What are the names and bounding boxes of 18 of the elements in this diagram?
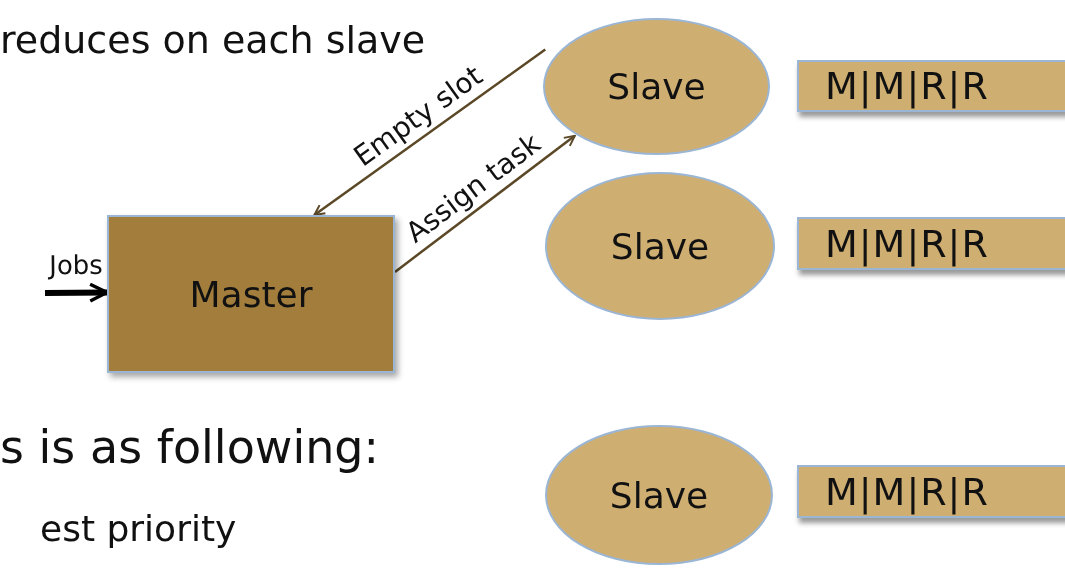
slide-text: reduces on each slave [0, 18, 426, 62]
slot-bar [797, 217, 1065, 270]
slide-text: s is as following: [0, 420, 380, 474]
slot-bar [797, 60, 1065, 112]
node-text: Master [189, 273, 313, 315]
node-text: M|M|R|R [825, 64, 989, 108]
node-text: Slave [610, 225, 710, 267]
master-box [107, 215, 395, 373]
arrow [44, 282, 109, 303]
node-text: Slave [609, 474, 709, 516]
slot-bar [797, 465, 1065, 518]
slide-text: est priority [40, 508, 237, 549]
arrow [313, 48, 546, 216]
node-text: Slave [607, 66, 706, 107]
node-text: M|M|R|R [825, 221, 989, 266]
node-text: M|M|R|R [825, 469, 989, 514]
edge-label: Jobs [48, 249, 103, 280]
arrow [394, 134, 576, 273]
